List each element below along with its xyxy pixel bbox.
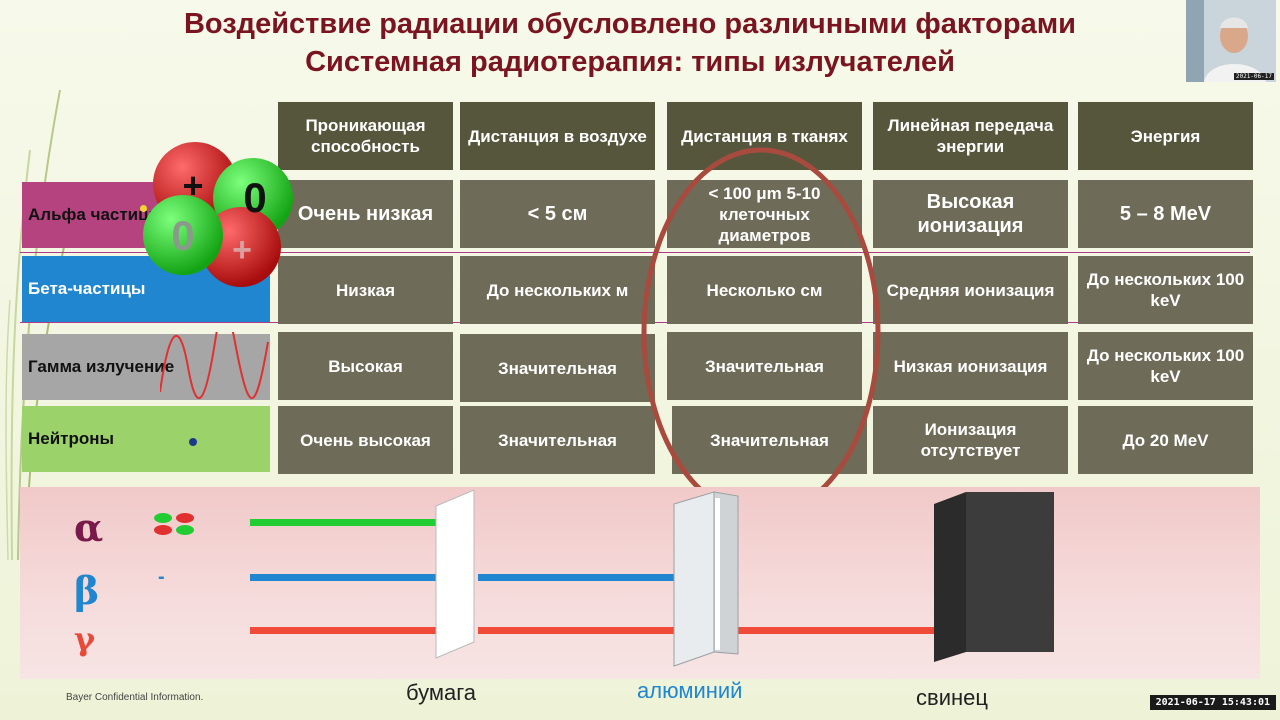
cell-beta-tissue: Несколько см xyxy=(667,256,862,324)
neutron-circle xyxy=(143,195,223,275)
paper-sheet xyxy=(435,490,475,659)
row-label-neutrons: Нейтроны xyxy=(22,406,270,472)
cell-beta-let: Средняя ионизация xyxy=(873,256,1068,324)
header-tissue-distance: Дистанция в тканях xyxy=(667,102,862,170)
header-penetration: Проникающая способность xyxy=(278,102,453,170)
confidential-footer: Bayer Confidential Information. xyxy=(66,692,204,703)
gamma-beam xyxy=(738,627,955,634)
alpha-beam xyxy=(250,519,457,526)
row-label-gamma: Гамма излучение xyxy=(22,334,270,400)
cell-neutron-let: Ионизация отсутствует xyxy=(873,406,1068,474)
beta-minus-sign: - xyxy=(158,566,165,588)
highlight-oval xyxy=(641,147,881,519)
cell-beta-air: До нескольких м xyxy=(460,256,655,324)
cell-gamma-let: Низкая ионизация xyxy=(873,332,1068,400)
presenter-avatar xyxy=(1186,0,1276,82)
alpha-mini-particle-icon xyxy=(154,513,194,535)
alpha-particle-illustration: + 0 0 + xyxy=(143,142,293,287)
gamma-wave-icon xyxy=(160,332,269,400)
row-divider xyxy=(20,252,1250,253)
penetration-diagram xyxy=(20,487,1260,679)
gamma-beam xyxy=(250,627,457,634)
cell-neutron-air: Значительная xyxy=(460,406,655,474)
cell-gamma-tissue: Значительная xyxy=(667,332,862,400)
gamma-symbol: γ xyxy=(74,620,96,658)
cell-gamma-energy: До нескольких 100 keV xyxy=(1078,332,1253,400)
alpha-dot-icon xyxy=(140,205,147,212)
aluminium-plate xyxy=(673,491,739,667)
recording-timestamp: 2021-06-17 15:43:01 xyxy=(1149,695,1276,710)
slide-title: Воздействие радиации обусловлено различн… xyxy=(183,8,1077,40)
cell-beta-energy: До нескольких 100 keV xyxy=(1078,256,1253,324)
lead-label: свинец xyxy=(916,685,988,710)
header-air-distance: Дистанция в воздухе xyxy=(460,102,655,170)
atom-plus-label: + xyxy=(232,231,252,269)
beta-beam xyxy=(250,574,457,581)
slide-subtitle: Системная радиотерапия: типы излучателей xyxy=(305,46,955,78)
cell-alpha-tissue: < 100 μm 5-10 клеточных диаметров xyxy=(667,180,862,248)
cell-alpha-penetration: Очень низкая xyxy=(278,180,453,248)
header-let: Линейная передача энергии xyxy=(873,102,1068,170)
lead-block xyxy=(934,492,1054,662)
webcam-timestamp: 2021-06-17 xyxy=(1233,73,1274,80)
paper-label: бумага xyxy=(406,680,477,705)
alpha-symbol: α xyxy=(74,505,104,550)
presenter-webcam[interactable]: 2021-06-17 xyxy=(1186,0,1276,82)
cell-neutron-tissue: Значительная xyxy=(672,406,867,474)
gamma-beam xyxy=(478,627,695,634)
cell-gamma-penetration: Высокая xyxy=(278,332,453,400)
neutron-dot-icon xyxy=(189,438,197,446)
aluminium-label: алюминий xyxy=(637,678,743,703)
cell-alpha-air: < 5 см xyxy=(460,180,655,248)
cell-gamma-air: Значительная xyxy=(460,334,655,402)
beta-symbol: β xyxy=(74,568,100,613)
cell-alpha-energy: 5 – 8 MeV xyxy=(1078,180,1253,248)
atom-zero-label: 0 xyxy=(243,174,266,221)
atom-zero-label: 0 xyxy=(171,212,194,259)
cell-neutron-penetration: Очень высокая xyxy=(278,406,453,474)
beta-beam xyxy=(478,574,695,581)
header-energy: Энергия xyxy=(1078,102,1253,170)
cell-alpha-let: Высокая ионизация xyxy=(873,180,1068,248)
atom-plus-label: + xyxy=(182,165,203,206)
cell-beta-penetration: Низкая xyxy=(278,256,453,324)
cell-neutron-energy: До 20 MeV xyxy=(1078,406,1253,474)
